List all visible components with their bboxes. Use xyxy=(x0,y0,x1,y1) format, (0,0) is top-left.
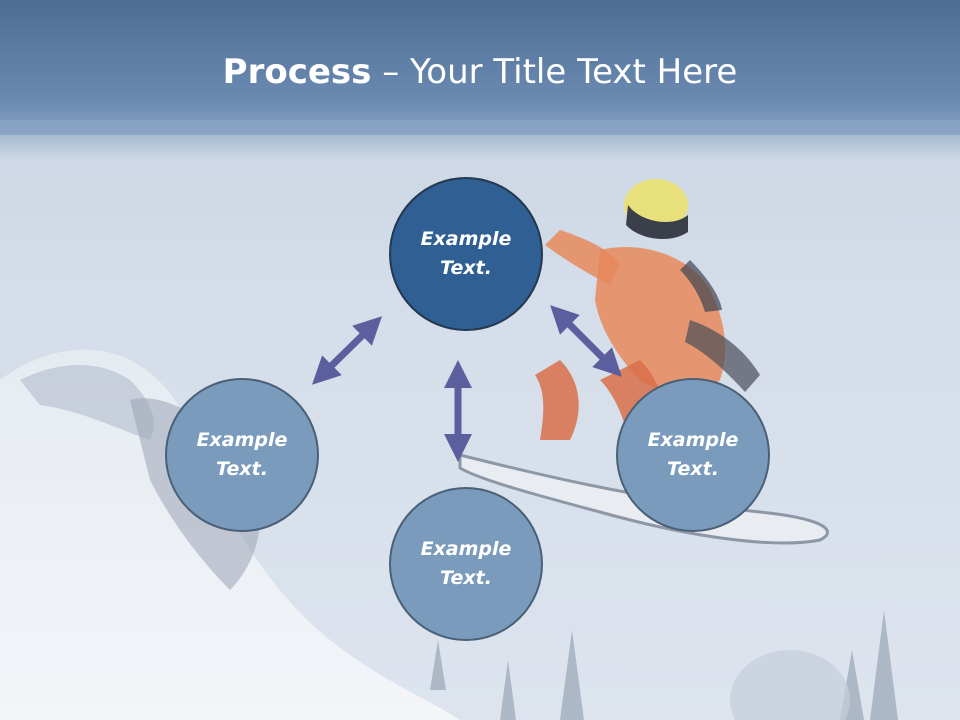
title-bold: Process xyxy=(222,52,372,92)
node-label: Example Text. xyxy=(196,429,288,480)
node-label: Example Text. xyxy=(647,429,739,480)
title-bar-fade xyxy=(0,120,960,160)
node-label: Example Text. xyxy=(420,228,512,279)
process-node-top: Example Text. xyxy=(389,177,543,331)
title-rest: Your Title Text Here xyxy=(410,52,738,92)
title-separator: – xyxy=(371,52,411,92)
title-bar xyxy=(0,0,960,135)
process-node-left: Example Text. xyxy=(165,378,319,532)
process-node-right: Example Text. xyxy=(616,378,770,532)
slide-title: Process – Your Title Text Here xyxy=(0,52,960,92)
process-node-bottom: Example Text. xyxy=(389,487,543,641)
arrow-top-right xyxy=(550,305,622,377)
node-label: Example Text. xyxy=(420,538,512,589)
arrow-top-left xyxy=(312,316,382,385)
